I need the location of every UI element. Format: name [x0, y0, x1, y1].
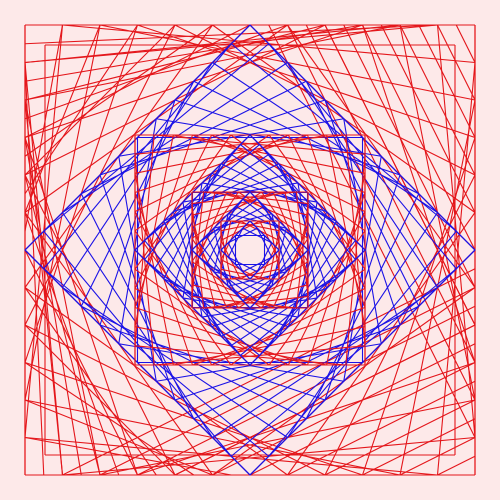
layer-0-red-line	[24, 24, 401, 64]
layer-1-blue-line	[212, 62, 438, 213]
layer-0-red-line	[455, 24, 476, 63]
layer-7-blue-line	[256, 242, 273, 272]
layer-0-red-line	[437, 455, 476, 476]
layer-0-red-line	[99, 287, 476, 476]
layer-0-red-line	[399, 437, 476, 476]
layer-7-blue-line-edge	[249, 249, 280, 280]
layer-7-blue-line-edge	[220, 249, 251, 280]
layer-1-blue-line-edge	[249, 249, 476, 476]
layer-1-blue-line	[62, 62, 213, 288]
layer-0-red-line	[268, 24, 476, 438]
layer-0-red-line	[362, 24, 476, 251]
layer-0-red-line	[362, 418, 476, 476]
layer-0-red-line	[418, 24, 476, 138]
layer-1-blue-line-edge	[249, 24, 476, 251]
layer-0-red-line	[343, 24, 476, 288]
layer-0-red-line	[137, 305, 476, 476]
layer-1-blue-line	[230, 43, 457, 232]
layer-0-red-line	[24, 24, 438, 45]
layer-0-red-line	[212, 343, 476, 476]
layer-7-blue-line-edge	[220, 220, 251, 251]
layer-0-red-line	[24, 436, 232, 476]
layer-0-red-line	[287, 380, 476, 476]
layer-7-blue-line	[227, 228, 244, 258]
layer-7-blue-line	[228, 256, 258, 273]
layer-1-blue-line	[43, 43, 232, 270]
layer-0-red-line	[380, 24, 476, 213]
layer-1-blue-line-edge	[24, 24, 251, 251]
layer-0-red-line	[305, 24, 476, 363]
layer-0-red-line	[324, 399, 476, 476]
layer-0-red-line	[249, 362, 476, 476]
layer-1-blue-line-edge	[24, 249, 251, 476]
string-art-layers	[24, 24, 476, 476]
layer-0-red-line	[287, 24, 476, 401]
layer-1-blue-line	[43, 268, 270, 457]
layer-0-red-line	[437, 24, 476, 101]
layer-1-blue-line	[287, 212, 438, 438]
layer-1-blue-line	[62, 287, 288, 438]
layer-0-red-line	[24, 399, 213, 476]
layer-0-red-line	[62, 268, 476, 476]
layer-1-blue-line	[268, 230, 457, 457]
layer-7-blue-line-edge	[249, 220, 280, 251]
layer-7-blue-line	[242, 227, 272, 244]
layer-0-red-line	[399, 24, 476, 176]
